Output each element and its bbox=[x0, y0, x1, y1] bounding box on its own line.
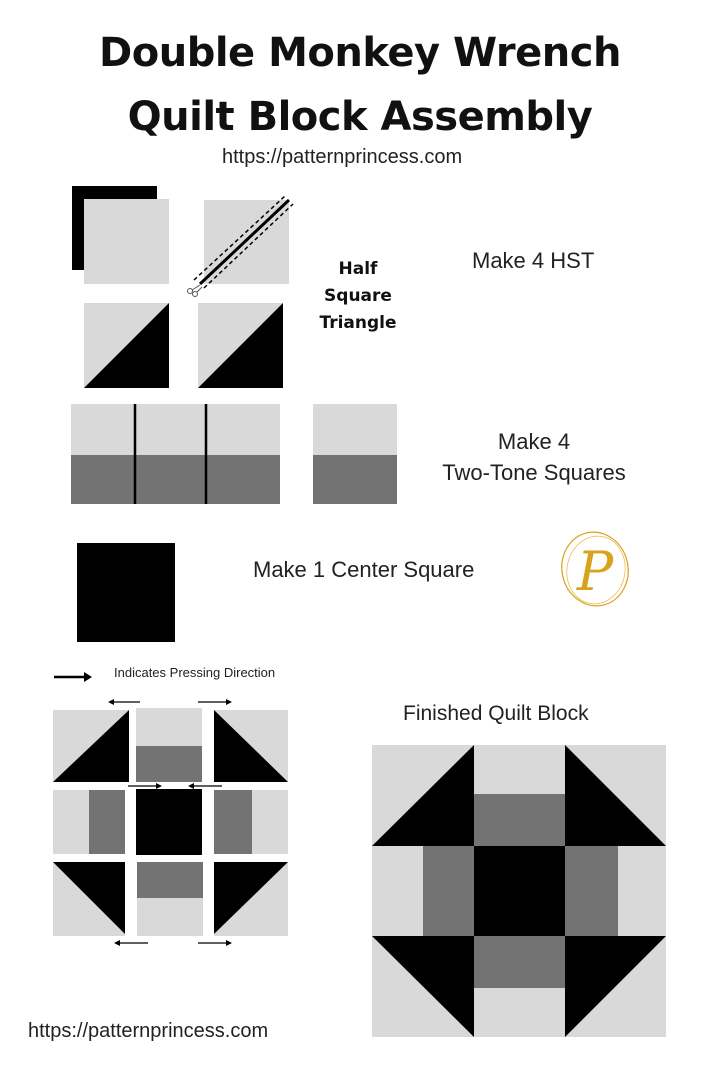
hst-unit-left bbox=[84, 303, 169, 388]
hst-sewing-lines bbox=[193, 195, 294, 289]
header-url: https://patternprincess.com bbox=[222, 146, 463, 168]
pressing-arrows bbox=[108, 699, 232, 946]
two-tone-strip-set bbox=[71, 404, 280, 504]
title-line-2: Quilt Block Assembly bbox=[127, 94, 593, 140]
two-tone-instruction-line-2: Two-Tone Squares bbox=[442, 460, 626, 485]
center-square bbox=[77, 543, 175, 642]
center-instruction: Make 1 Center Square bbox=[253, 557, 475, 582]
finished-block bbox=[372, 745, 666, 1037]
hst-name: Half Square Triangle bbox=[310, 256, 406, 337]
title-line-1: Double Monkey Wrench bbox=[99, 30, 621, 76]
logo-letter: P bbox=[576, 540, 615, 603]
hst-name-line-2: Square bbox=[324, 286, 392, 306]
hst-name-line-3: Triangle bbox=[319, 313, 397, 333]
footer-url: https://patternprincess.com bbox=[28, 1020, 269, 1042]
finished-block-label: Finished Quilt Block bbox=[403, 702, 589, 725]
two-tone-instruction-line-1: Make 4 bbox=[497, 429, 571, 454]
hst-unit-right bbox=[198, 303, 283, 388]
pressing-legend-label: Indicates Pressing Direction bbox=[114, 665, 276, 680]
hst-stacked-squares bbox=[72, 186, 169, 284]
hst-instruction: Make 4 HST bbox=[472, 248, 595, 273]
hst-name-line-1: Half bbox=[338, 259, 378, 279]
two-tone-square bbox=[313, 404, 397, 504]
pressing-legend-arrow bbox=[54, 672, 92, 682]
exploded-block bbox=[53, 708, 288, 936]
pattern-princess-logo: P bbox=[561, 531, 629, 607]
scissors-icon bbox=[187, 284, 203, 297]
